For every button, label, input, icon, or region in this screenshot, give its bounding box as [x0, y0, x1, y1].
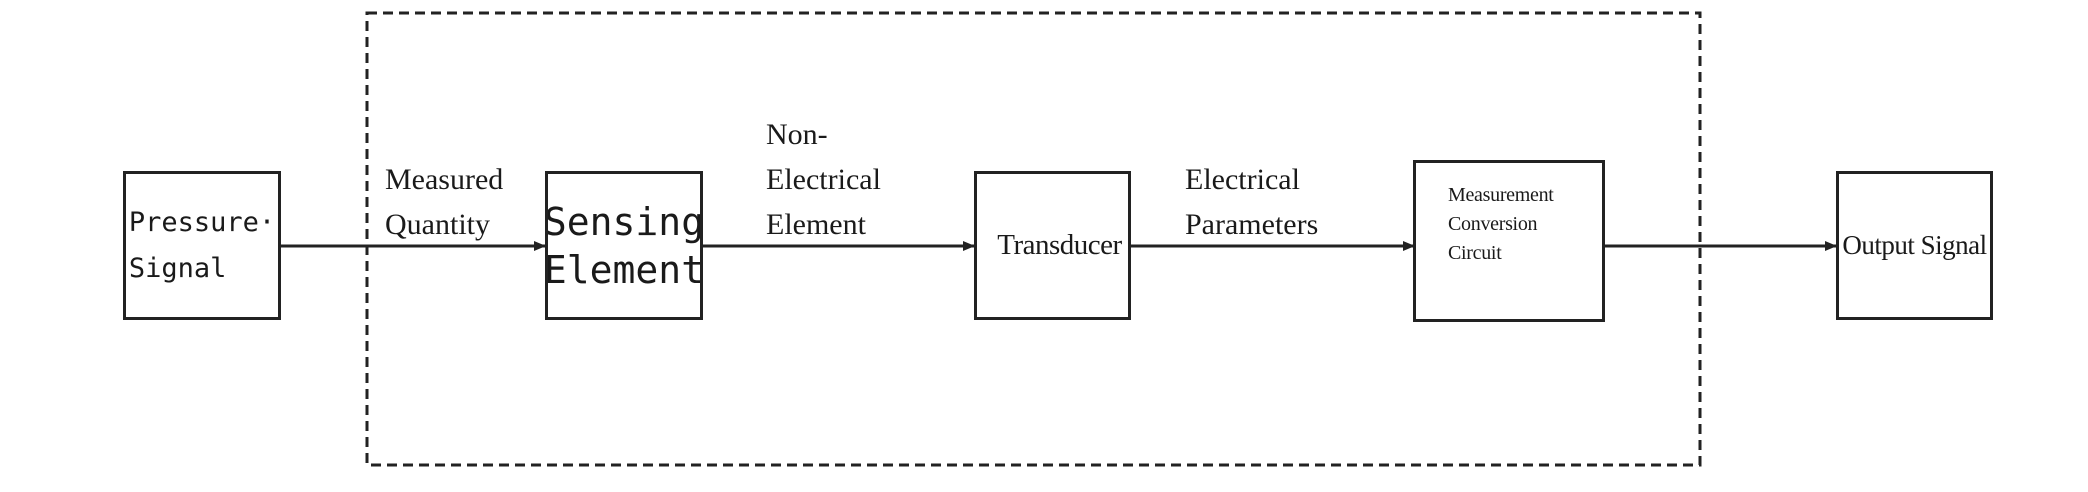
pressure-signal-box: Pressure· Signal [123, 171, 281, 320]
pressure-signal-label: Pressure· Signal [128, 206, 276, 284]
sensing-element-box: Sensing Element [545, 171, 703, 320]
transducer-box: Transducer [974, 171, 1131, 320]
measurement-conversion-circuit-box: Measurement Conversion Circuit [1413, 160, 1605, 322]
electrical-parameters-label: Electrical Parameters [1185, 163, 1319, 241]
system-boundary-dashed-box [365, 11, 1702, 467]
output-signal-box: Output Signal [1836, 171, 1993, 320]
sensing-element-label: Sensing Element [545, 199, 703, 292]
output-signal-label: Output Signal [1842, 230, 1987, 260]
measurement-conversion-circuit-label: Measurement Conversion Circuit [1448, 184, 1554, 264]
measured-quantity-label: Measured Quantity [385, 163, 504, 241]
non-electrical-element-label: Non- Electrical Element [766, 118, 881, 241]
transducer-label: Transducer [997, 229, 1122, 261]
